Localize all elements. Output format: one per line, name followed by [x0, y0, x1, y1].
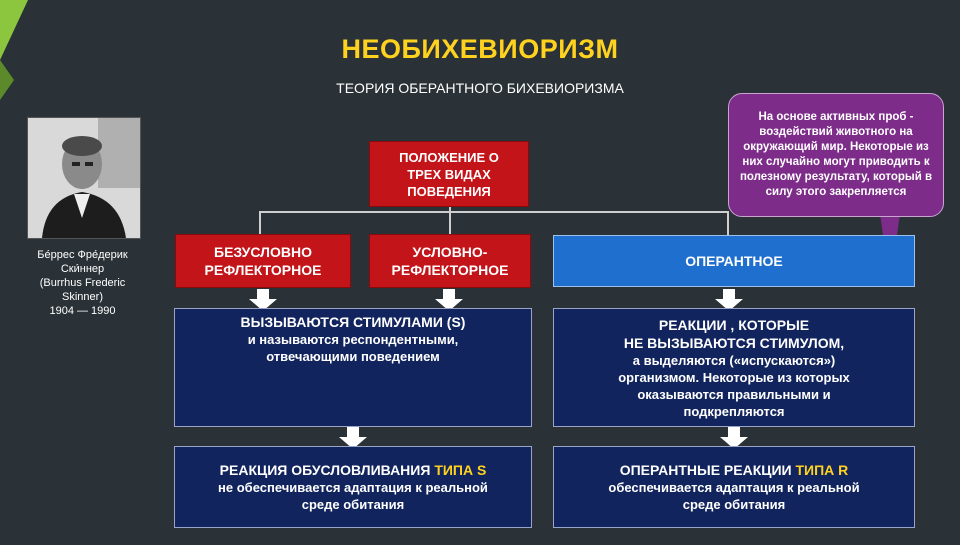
page-subtitle: ТЕОРИЯ ОБЕРАНТНОГО БИХЕВИОРИЗМА	[336, 80, 624, 96]
stimuli-box: ВЫЗЫВАЮТСЯ СТИМУЛАМИ (S) и называются ре…	[174, 308, 532, 427]
type-r-box: ОПЕРАНТНЫЕ РЕАКЦИИ ТИПА R обеспечивается…	[553, 446, 915, 528]
type-r-highlight: ТИПА R	[795, 462, 849, 478]
type-s-prefix: РЕАКЦИЯ ОБУСЛОВЛИВАНИЯ	[219, 462, 435, 478]
connector-line	[449, 206, 451, 212]
box-line: ВЫЗЫВАЮТСЯ СТИМУЛАМИ (S)	[240, 314, 466, 330]
box-line: ПОВЕДЕНИЯ	[407, 183, 491, 199]
box-line: РЕФЛЕКТОРНОЕ	[391, 262, 509, 278]
decor-triangles	[0, 0, 40, 540]
caption-line: 1904 — 1990	[49, 305, 116, 317]
box-line: оказываются правильными и	[637, 386, 831, 402]
caption-line: (Burrhus Frederic	[39, 277, 126, 289]
operant-reactions-box: РЕАКЦИИ , КОТОРЫЕ НЕ ВЫЗЫВАЮТСЯ СТИМУЛОМ…	[553, 308, 915, 427]
box-line: подкрепляются	[683, 403, 785, 419]
box-line: НЕ ВЫЗЫВАЮТСЯ СТИМУЛОМ,	[623, 334, 845, 351]
box-line: РЕАКЦИЯ ОБУСЛОВЛИВАНИЯ ТИПА S	[220, 461, 487, 479]
portrait-caption: Бе́ррес Фре́дерик Ски́ннер (Burrhus Fred…	[20, 248, 145, 318]
type-r-prefix: ОПЕРАНТНЫЕ РЕАКЦИИ	[619, 462, 796, 478]
box-line: ТРЕХ ВИДАХ	[407, 166, 491, 182]
box-line: УСЛОВНО-	[412, 244, 488, 260]
unconditioned-reflex-box: БЕЗУСЛОВНО РЕФЛЕКТОРНОЕ	[175, 234, 351, 288]
note-bubble: На основе активных проб - воздействий жи…	[728, 93, 944, 217]
box-line: и называются респондентными,	[247, 332, 459, 347]
connector-line	[259, 211, 729, 213]
box-line: отвечающими поведением	[266, 349, 440, 364]
box-line: РЕАКЦИИ , КОТОРЫЕ	[658, 316, 810, 333]
box-line: среде обитания	[301, 497, 405, 512]
three-types-box: ПОЛОЖЕНИЕ О ТРЕХ ВИДАХ ПОВЕДЕНИЯ	[369, 141, 529, 207]
box-line: РЕФЛЕКТОРНОЕ	[204, 262, 322, 278]
caption-line: Ски́ннер	[60, 263, 105, 275]
box-line: обеспечивается адаптация к реальной	[608, 480, 860, 495]
note-text: На основе активных проб - воздействий жи…	[739, 111, 933, 198]
caption-line: Skinner)	[62, 291, 103, 303]
box-line: ОПЕРАНТНЫЕ РЕАКЦИИ ТИПА R	[620, 461, 849, 479]
connector-line	[259, 211, 261, 235]
caption-line: Бе́ррес Фре́дерик	[37, 249, 128, 261]
box-line: БЕЗУСЛОВНО	[214, 244, 312, 260]
portrait-photo	[27, 117, 141, 239]
box-line: не обеспечивается адаптация к реальной	[218, 480, 488, 495]
type-s-highlight: ТИПА S	[434, 462, 487, 478]
box-line: ОПЕРАНТНОЕ	[685, 253, 783, 269]
box-line: среде обитания	[682, 497, 786, 512]
operant-box: ОПЕРАНТНОЕ	[553, 235, 915, 287]
box-line: а выделяются («испускаются»)	[632, 352, 836, 368]
connector-line	[727, 211, 729, 235]
conditioned-reflex-box: УСЛОВНО- РЕФЛЕКТОРНОЕ	[369, 234, 531, 288]
connector-line	[449, 211, 451, 235]
page-title: НЕОБИХЕВИОРИЗМ	[341, 34, 619, 64]
box-line: ПОЛОЖЕНИЕ О	[399, 149, 499, 165]
box-line: организмом. Некоторые из которых	[618, 369, 850, 385]
type-s-box: РЕАКЦИЯ ОБУСЛОВЛИВАНИЯ ТИПА S не обеспеч…	[174, 446, 532, 528]
